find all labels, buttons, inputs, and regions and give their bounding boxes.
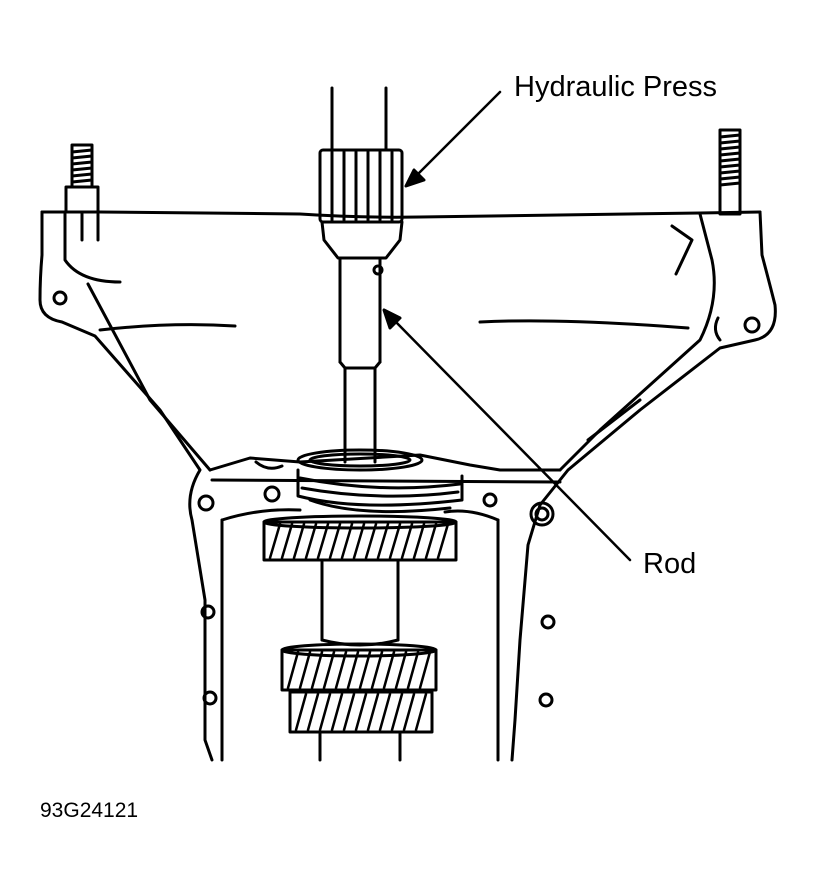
rod-label: Rod — [643, 548, 697, 580]
figure-id: 93G24121 — [40, 799, 139, 822]
leader-hydraulic-press — [404, 90, 502, 188]
hydraulic-press — [318, 86, 404, 260]
rod — [338, 256, 384, 464]
stud-bolt-left — [64, 143, 100, 242]
transmission-housing — [38, 210, 777, 762]
bearing-race — [296, 448, 464, 514]
leader-rod — [382, 308, 632, 562]
hydraulic-press-label: Hydraulic Press — [514, 71, 718, 103]
stud-bolt-right — [718, 128, 742, 216]
countershaft-gear-cluster — [262, 514, 458, 762]
